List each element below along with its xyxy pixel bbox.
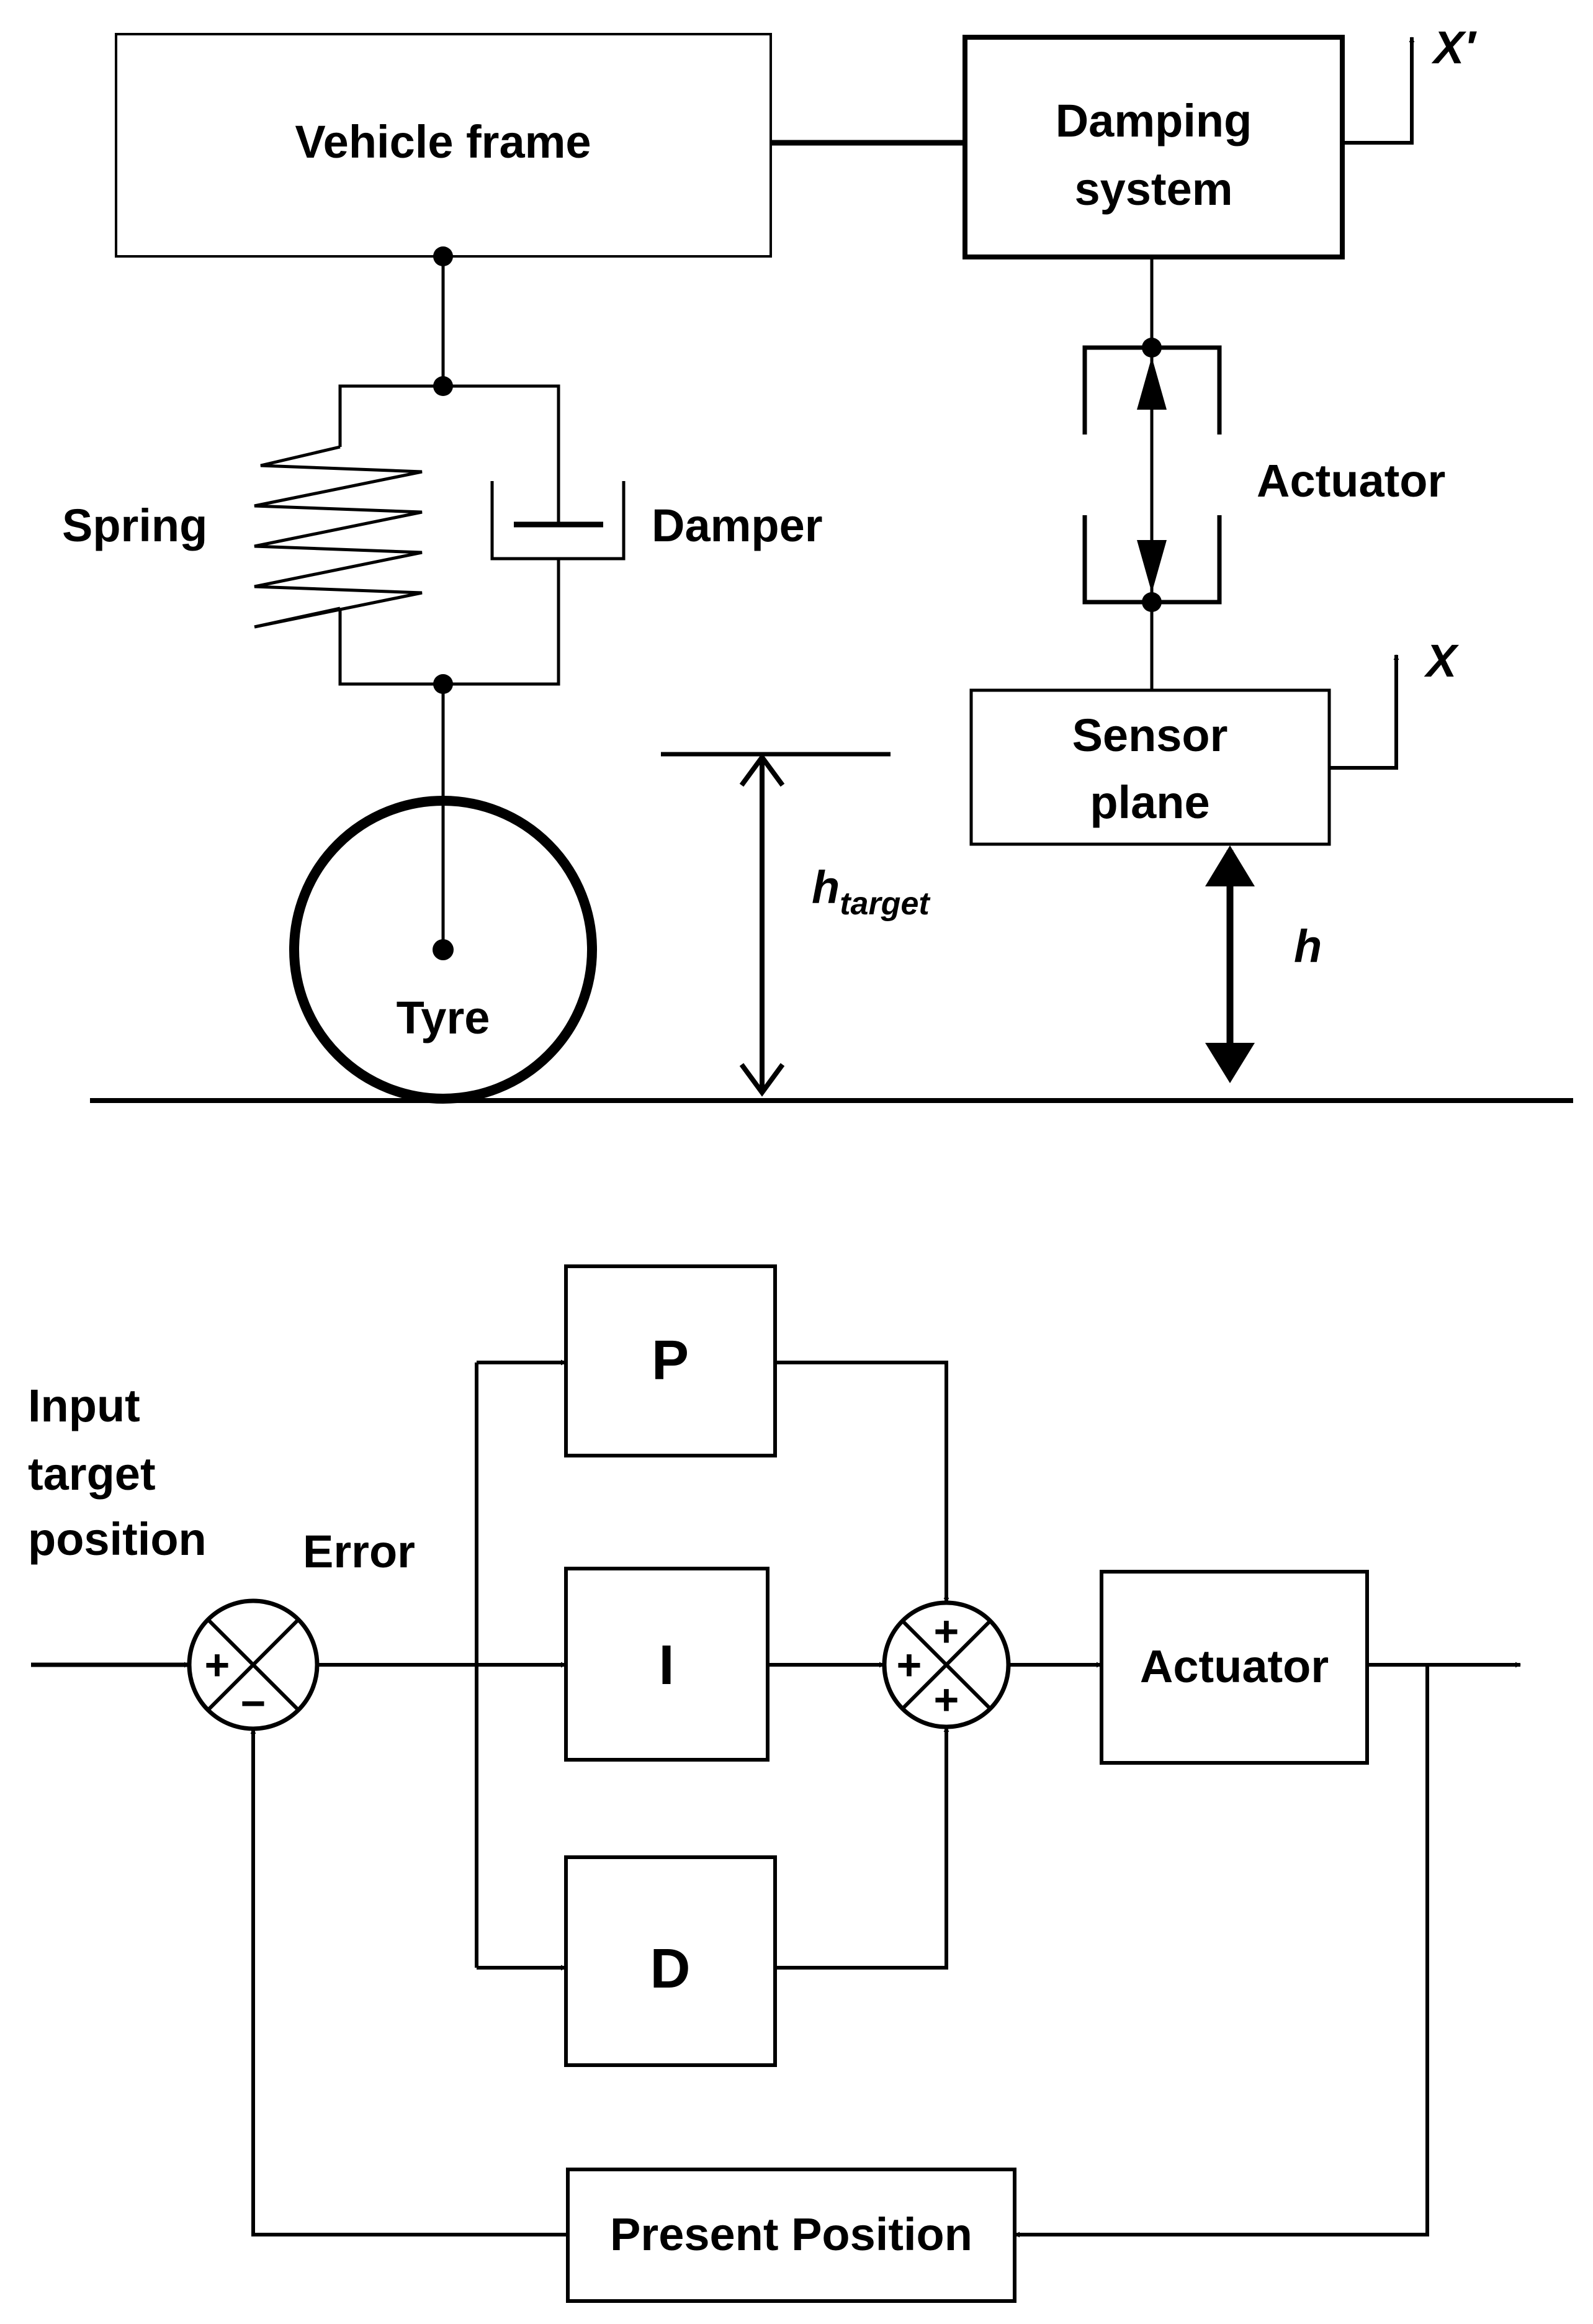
x-prime-label: X′ xyxy=(1431,22,1477,73)
sum2-left-plus: + xyxy=(897,1641,922,1689)
tyre-label: Tyre xyxy=(397,992,490,1043)
svg-text:htarget: htarget xyxy=(812,862,931,922)
p-block: P xyxy=(564,1264,777,1457)
input-label-line1: Input xyxy=(28,1380,140,1431)
actuator-label-top: Actuator xyxy=(1257,455,1445,507)
suspension-model: Vehicle frame Damping system X′ Spring xyxy=(62,22,1573,1104)
feedback-path xyxy=(1014,1665,1429,2238)
sum1-minus-sign: − xyxy=(241,1679,266,1727)
i-block-label: I xyxy=(658,1634,674,1696)
pid-actuator-block: Actuator xyxy=(1100,1570,1369,1765)
pid-actuator-label: Actuator xyxy=(1140,1641,1329,1692)
sum2-top-plus: + xyxy=(934,1607,959,1655)
x-label: X xyxy=(1424,635,1460,687)
error-summing-junction: + − xyxy=(187,1598,320,1731)
input-label-line3: position xyxy=(28,1513,207,1565)
d-block: D xyxy=(564,1855,777,2067)
damper-label: Damper xyxy=(652,500,823,551)
p-block-label: P xyxy=(652,1330,689,1392)
sum1-plus-sign: + xyxy=(205,1641,230,1689)
frame-joint-dot xyxy=(433,246,453,266)
h-target-label: h xyxy=(812,862,840,913)
spring-label: Spring xyxy=(62,500,207,551)
damping-system-label-line2: system xyxy=(1074,163,1232,215)
x-output: X xyxy=(1329,635,1460,770)
damper-symbol xyxy=(490,481,626,561)
error-label: Error xyxy=(303,1526,415,1577)
h-target-subscript: target xyxy=(840,886,931,922)
tyre-hub-dot xyxy=(433,939,454,960)
sensor-plane-label-line2: plane xyxy=(1090,777,1209,828)
d-block-label: D xyxy=(650,1938,691,2000)
suspension-actuator: Actuator xyxy=(1082,257,1445,690)
pid-summing-junction: + + + xyxy=(882,1600,1011,1729)
damping-system-block: Damping system xyxy=(963,35,1345,259)
present-position-block: Present Position xyxy=(566,2168,1016,2303)
vehicle-frame-block: Vehicle frame xyxy=(115,33,772,258)
input-label-line2: target xyxy=(28,1448,156,1500)
pid-control-loop: Input target position + − Error P xyxy=(28,1264,1521,2303)
x-prime-output: X′ xyxy=(1342,22,1477,145)
i-block: I xyxy=(564,1567,770,1762)
sum2-bottom-plus: + xyxy=(934,1675,959,1724)
spring-coil xyxy=(254,445,423,629)
h-dimension: h xyxy=(1205,845,1322,1083)
h-target-dimension: htarget xyxy=(661,752,931,1097)
damping-system-label-line1: Damping xyxy=(1056,95,1252,146)
vehicle-frame-label: Vehicle frame xyxy=(295,116,591,168)
present-position-label: Present Position xyxy=(610,2209,972,2260)
sensor-plane-label-line1: Sensor xyxy=(1072,709,1228,761)
h-label: h xyxy=(1294,921,1322,972)
sensor-plane-block: Sensor plane xyxy=(969,688,1331,846)
